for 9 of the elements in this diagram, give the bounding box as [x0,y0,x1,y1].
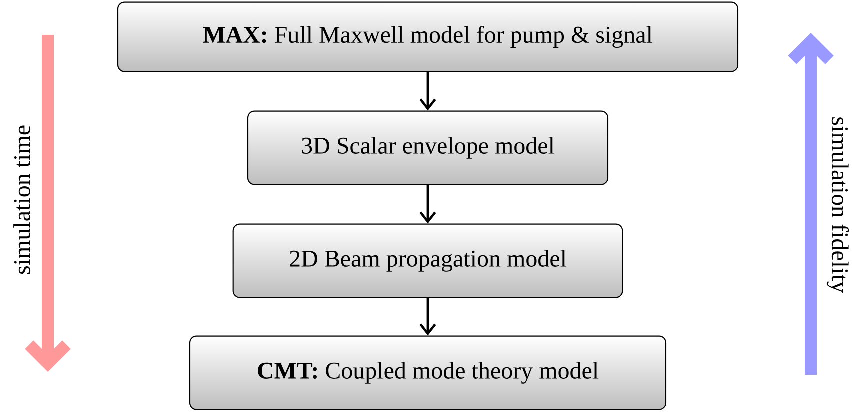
axis-label: simulation time [14,126,30,274]
axis-label: simulation fidelity [826,118,850,294]
model-box: CMT: Coupled mode theory model [189,336,667,410]
arrow [420,72,436,111]
model-box: MAX: Full Maxwell model for pump & signal [117,2,739,72]
arrow [420,298,436,336]
model-box: 2D Beam propagation model [232,224,624,298]
arrow [420,185,436,224]
model-box: 3D Scalar envelope model [247,110,609,186]
